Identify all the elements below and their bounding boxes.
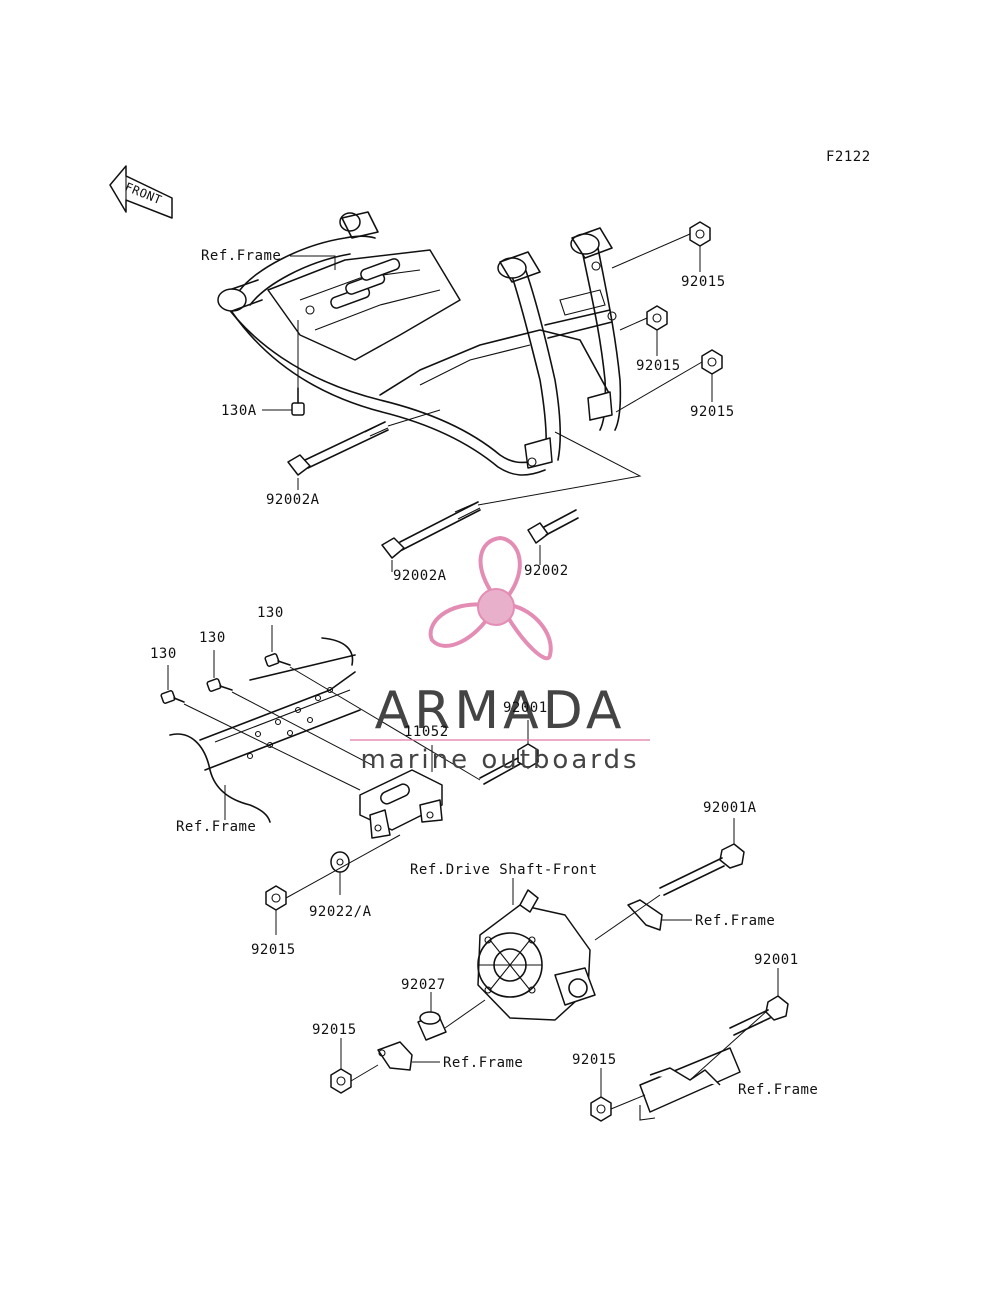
label-92015-mid: 92015 — [251, 942, 296, 958]
label-92015-bottom-left: 92015 — [312, 1022, 357, 1038]
bolt-130A-icon — [291, 387, 305, 416]
nut-92015-bottom-right-icon — [590, 1096, 612, 1122]
part-labels: Ref.Frame 130A 92002A 92002A 92002 92015… — [150, 248, 818, 1098]
watermark-tagline: marine outboards — [360, 745, 639, 775]
label-ref-frame-left: Ref.Frame — [176, 819, 256, 835]
frame-bracket-right-icon — [627, 899, 663, 931]
nut-92015-right-icon — [701, 349, 723, 375]
nut-92015-bottom-left-icon — [330, 1068, 352, 1094]
label-130A: 130A — [221, 403, 257, 419]
lower-leader-lines — [340, 818, 779, 1110]
label-92022A: 92022/A — [309, 904, 372, 920]
label-130-b: 130 — [199, 630, 226, 646]
label-92015-bottom-right: 92015 — [572, 1052, 617, 1068]
label-92002: 92002 — [524, 563, 569, 579]
middle-leader-lines — [167, 625, 529, 935]
nut-92015-upper-icon — [689, 221, 711, 247]
label-130-a: 130 — [150, 646, 177, 662]
upper-leader-lines — [262, 233, 713, 572]
collar-92027-icon — [417, 1011, 447, 1041]
bolt-130-c-icon — [264, 653, 291, 667]
label-130-c: 130 — [257, 605, 284, 621]
bolt-92001-bottom-icon — [729, 995, 789, 1036]
label-ref-frame-bottom: Ref.Frame — [443, 1055, 523, 1071]
bolt-130-b-icon — [206, 678, 233, 692]
label-92001-bottom: 92001 — [754, 952, 799, 968]
label-ref-frame-top: Ref.Frame — [201, 248, 281, 264]
bolt-92001A-icon — [659, 843, 745, 896]
label-11052: 11052 — [404, 724, 449, 740]
label-92002A-upper: 92002A — [266, 492, 320, 508]
frame-assembly — [217, 211, 622, 476]
diagram-code: F2122 — [826, 149, 871, 165]
washer-92022A-icon — [330, 851, 350, 873]
watermark-brand: ARMADA — [375, 681, 626, 741]
label-92027: 92027 — [401, 977, 446, 993]
label-ref-frame-right2: Ref.Frame — [738, 1082, 818, 1098]
label-92015-upper: 92015 — [681, 274, 726, 290]
label-92001-mid: 92001 — [503, 700, 548, 716]
label-92001A: 92001A — [703, 800, 757, 816]
label-92002A-lower: 92002A — [393, 568, 447, 584]
label-92015-middle: 92015 — [636, 358, 681, 374]
label-92015-right: 92015 — [690, 404, 735, 420]
drive-shaft-front-housing — [477, 889, 596, 1021]
nut-92015-middle-icon — [646, 305, 668, 331]
nut-92015-mid-icon — [265, 885, 287, 911]
bolt-92002A-upper-icon — [287, 421, 389, 476]
front-arrow-icon: FRONT — [109, 165, 173, 219]
watermark-logo-icon — [428, 535, 553, 661]
bolt-92002A-lower-icon — [381, 501, 481, 559]
frame-bracket-bottom-icon — [377, 1041, 413, 1071]
label-ref-drive-shaft: Ref.Drive Shaft-Front — [410, 862, 598, 878]
bolt-92002-icon — [527, 509, 579, 544]
engine-mount-11052-icon — [359, 769, 443, 839]
frame-bracket-bottom-right-icon — [639, 1047, 741, 1121]
frame-crossmember — [169, 637, 361, 823]
bolt-92001-mid-icon — [479, 743, 539, 785]
label-ref-frame-right1: Ref.Frame — [695, 913, 775, 929]
bolt-130-a-icon — [160, 690, 185, 704]
